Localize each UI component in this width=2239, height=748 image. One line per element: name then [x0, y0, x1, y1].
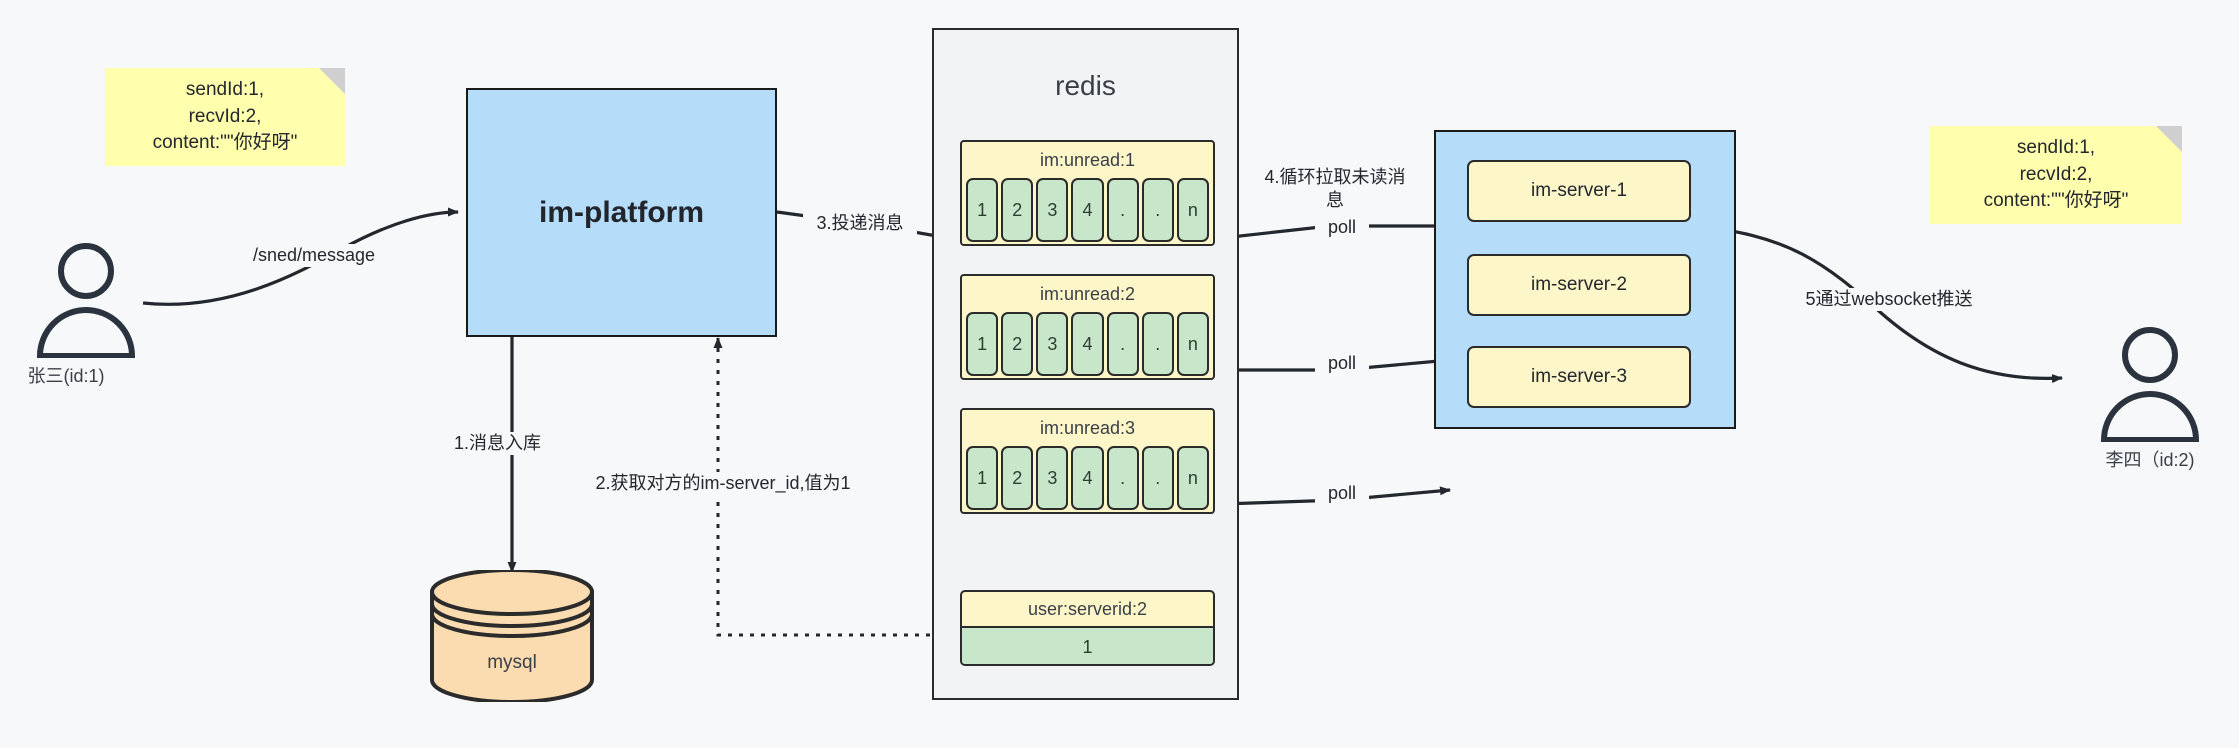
- list-cell: .: [1106, 312, 1139, 376]
- redis-key-label: im:unread:1: [1039, 150, 1136, 170]
- actor-receiver-label: 李四（id:2): [2105, 450, 2195, 470]
- redis-key-im-unread-2[interactable]: im:unread:2 1 2 3 4 . . n: [960, 274, 1215, 380]
- redis-list-cells: 1 2 3 4 . . n: [962, 446, 1213, 514]
- list-cell: .: [1141, 178, 1174, 242]
- list-cell: 4: [1071, 312, 1104, 376]
- list-cell: 1: [966, 312, 999, 376]
- edge-label-poll-1: poll: [1315, 216, 1369, 240]
- redis-key-value: 1: [962, 626, 1213, 664]
- sticky-note-right-text: sendId:1, recvId:2, content:""你好呀": [1983, 136, 2129, 212]
- redis-key-label: im:unread:3: [1039, 418, 1136, 438]
- list-cell: n: [1176, 446, 1209, 510]
- node-im-server-2[interactable]: im-server-2: [1467, 254, 1691, 316]
- edge-label-poll-2: poll: [1315, 352, 1369, 376]
- redis-list-cells: 1 2 3 4 . . n: [962, 178, 1213, 246]
- redis-key-label: user:serverid:2: [1027, 599, 1148, 619]
- list-cell: .: [1106, 446, 1139, 510]
- node-im-server-1[interactable]: im-server-1: [1467, 160, 1691, 222]
- list-cell: .: [1141, 446, 1174, 510]
- edge-label-step2: 2.获取对方的im-server_id,值为1: [566, 472, 880, 496]
- redis-list-cells: 1 2 3 4 . . n: [962, 312, 1213, 380]
- redis-title: redis: [1055, 70, 1116, 101]
- list-cell: .: [1141, 312, 1174, 376]
- database-cylinder-icon: [430, 568, 594, 704]
- list-cell: n: [1176, 178, 1209, 242]
- edge-label-poll-3: poll: [1315, 482, 1369, 506]
- list-cell: 3: [1036, 178, 1069, 242]
- node-mysql[interactable]: mysql: [428, 568, 596, 704]
- node-redis[interactable]: redis im:unread:1 1 2 3 4 . . n im:unrea…: [932, 28, 1239, 700]
- actor-sender: [28, 238, 144, 358]
- node-im-platform[interactable]: im-platform: [466, 88, 777, 337]
- edge-label-step5: 5通过websocket推送: [1782, 288, 1996, 312]
- redis-key-user-serverid[interactable]: user:serverid:2 1: [960, 590, 1215, 666]
- note-fold-icon: [2156, 126, 2182, 152]
- redis-key-label: im:unread:2: [1039, 284, 1136, 304]
- im-server-1-label: im-server-1: [1530, 180, 1628, 201]
- redis-key-im-unread-1[interactable]: im:unread:1 1 2 3 4 . . n: [960, 140, 1215, 246]
- list-cell: 1: [966, 178, 999, 242]
- note-fold-icon: [319, 68, 345, 94]
- mysql-label: mysql: [487, 652, 537, 673]
- person-icon: [36, 243, 136, 358]
- redis-key-im-unread-3[interactable]: im:unread:3 1 2 3 4 . . n: [960, 408, 1215, 514]
- node-im-server-group: im-server-1 im-server-2 im-server-3: [1434, 130, 1736, 429]
- edge-label-send-message: /sned/message: [232, 244, 396, 268]
- list-cell: .: [1106, 178, 1139, 242]
- sticky-note-right: sendId:1, recvId:2, content:""你好呀": [1930, 126, 2182, 224]
- edge-label-step1: 1.消息入库: [452, 432, 586, 456]
- list-cell: 2: [1001, 178, 1034, 242]
- list-cell: 4: [1071, 178, 1104, 242]
- actor-sender-label: 张三(id:1): [27, 366, 105, 386]
- sticky-note-left-text: sendId:1, recvId:2, content:""你好呀": [152, 78, 298, 154]
- node-im-server-3[interactable]: im-server-3: [1467, 346, 1691, 408]
- edge-label-step4: 4.循环拉取未读消 息: [1253, 166, 1417, 213]
- im-server-2-label: im-server-2: [1530, 274, 1628, 295]
- list-cell: 3: [1036, 312, 1069, 376]
- list-cell: n: [1176, 312, 1209, 376]
- list-cell: 2: [1001, 446, 1034, 510]
- im-server-3-label: im-server-3: [1530, 366, 1628, 387]
- edge-label-step3: 3.投递消息: [803, 212, 917, 236]
- list-cell: 4: [1071, 446, 1104, 510]
- list-cell: 2: [1001, 312, 1034, 376]
- actor-receiver: [2092, 322, 2208, 442]
- list-cell: 3: [1036, 446, 1069, 510]
- im-platform-label: im-platform: [539, 195, 704, 229]
- person-icon: [2100, 327, 2200, 442]
- sticky-note-left: sendId:1, recvId:2, content:""你好呀": [105, 68, 345, 166]
- list-cell: 1: [966, 446, 999, 510]
